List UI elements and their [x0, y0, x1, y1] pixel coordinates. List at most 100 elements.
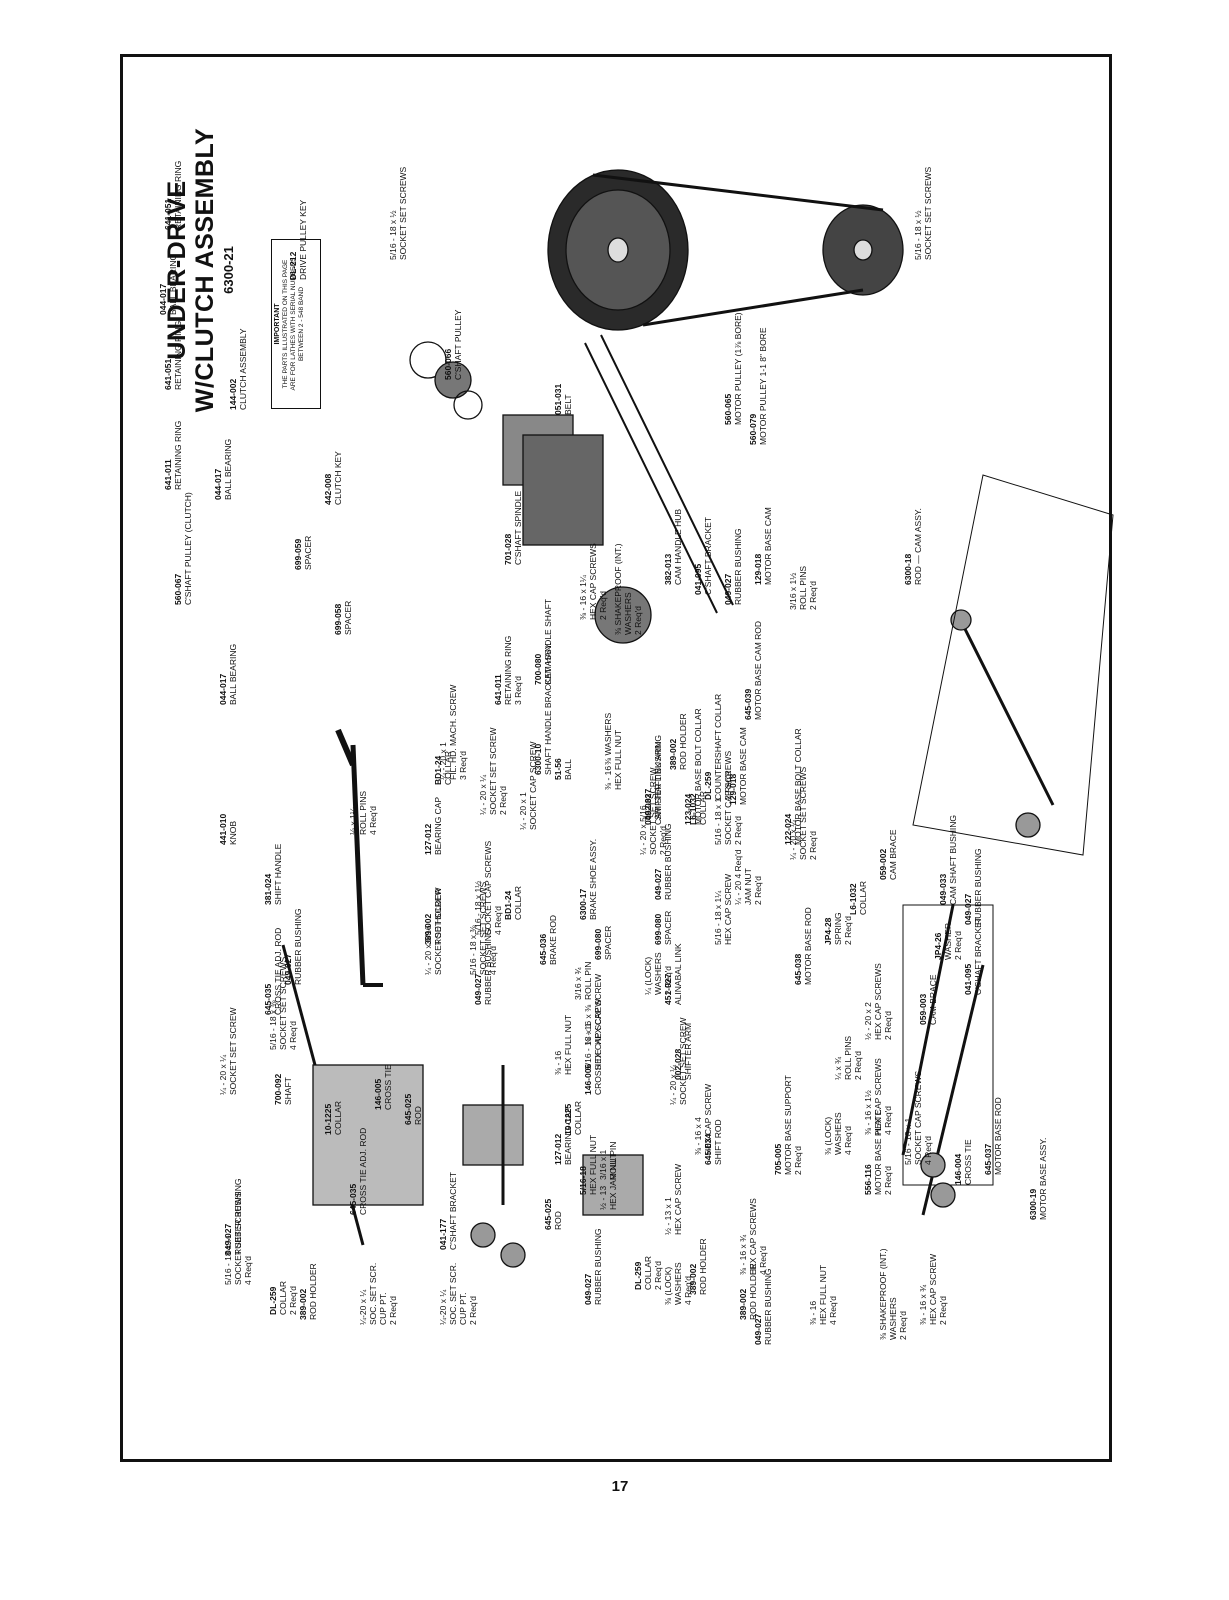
part-description: BRAKE ROD: [548, 914, 558, 965]
part-description: MOTOR PULLEY 1-1 8" BORE: [758, 327, 768, 446]
part-number: 146-005: [373, 1078, 383, 1110]
part-callout: ¼ x ¾ ROLL PINS 2 Req'd: [833, 1036, 863, 1080]
part-number: 144-002: [228, 378, 238, 410]
part-description: C'SHAFT BRACKET: [703, 517, 713, 595]
part-number: 049-027: [223, 1223, 233, 1255]
part-description: COLLAR 2 Req'd: [643, 1255, 663, 1290]
part-number: BD1-24: [503, 890, 513, 920]
part-description: COLLAR 2 Req'd: [278, 1280, 298, 1315]
part-callout: ¼ - 20 x ¼ SOCKET SET SCREW: [668, 1017, 688, 1105]
part-description: RUBBER BUSHING: [663, 823, 673, 900]
part-description: SHIFTER LINK ARM: [653, 741, 663, 820]
part-description: CROSS TIE: [383, 1064, 393, 1110]
part-description: BEARING CAP: [433, 796, 443, 855]
part-callout: 5/16 - 18 x ½ SOCKET SET SCREWS: [388, 167, 408, 260]
part-description: CLUTCH KEY: [333, 451, 343, 505]
part-description: MOTOR BASE BOLT COLLAR: [693, 708, 703, 825]
part-description: RETAINING RING: [173, 420, 183, 490]
part-description: CAM HANDLE HUB: [673, 508, 683, 585]
part-number: 556-116: [863, 1164, 873, 1195]
part-callout: ½ - 20 x 2 HEX CAP SCREWS 2 Req'd: [863, 963, 893, 1040]
part-description: SHIFT ROD: [713, 1119, 723, 1165]
part-description: C'SHAFT PULLEY: [453, 309, 463, 380]
part-number: 6300-19: [1028, 1188, 1038, 1220]
part-description: RUBBER BUSHING: [593, 1228, 603, 1305]
part-description: DRIVE PULLEY KEY: [298, 199, 308, 280]
part-description: 3/16 x 1 ROLL PIN: [598, 1141, 618, 1180]
part-description: ⅜ - 16 x 1¼ HEX CAP SCREWS 2 Req'd: [578, 543, 608, 620]
part-number: 049-027: [723, 573, 733, 605]
part-number: 146-006: [583, 1063, 593, 1095]
part-number: 049-027: [963, 893, 973, 925]
part-number: 129-018: [753, 553, 763, 585]
part-description: MOTOR BASE CAM ROD: [753, 620, 763, 720]
part-description: RUBBER BUSHING: [763, 1268, 773, 1345]
part-number: 044-017: [213, 468, 223, 500]
part-description: ROD: [413, 1106, 423, 1125]
part-description: 5/16 - 18 x 1¼ HEX CAP SCREW: [713, 873, 733, 945]
part-number: 044-017: [158, 283, 168, 315]
part-number: 560-067: [173, 573, 183, 605]
part-description: COLLAR: [443, 750, 453, 785]
motor-base-assembly-drawing: [901, 904, 994, 1216]
part-callout: 5/16 - 18 x 1¼ HEX CAP SCREW: [713, 874, 733, 945]
part-description: ⅜ (LOCK) WASHERS 4 Req'd: [823, 1112, 853, 1155]
part-description: ⅜ - 16 HEX FULL NUT 4 Req'd: [808, 1264, 838, 1325]
part-description: COLLAR: [513, 885, 523, 920]
part-callout: ¼ - 20 x 5/16 SOCKET SET SCREW: [423, 887, 443, 975]
part-description: 5/16 - 18 x ⅜ SOCKET SET SCREWS 4 Req'd: [268, 956, 298, 1050]
part-number: L6-1032: [848, 883, 858, 915]
part-description: COLLAR: [573, 1100, 583, 1135]
part-callout: ¼ - 20 x ¼ SOCKET SET SCREW 2 Req'd: [478, 727, 508, 815]
part-description: 5/16 - 18 x 1 SOCKET CAP SCREWS 4 Req'd: [903, 1070, 933, 1165]
part-description: COLLAR: [858, 880, 868, 915]
part-description: ¼ - 20 x 1 SOCKET CAP SCREW: [518, 741, 538, 830]
part-description: 5/16 - 18 x ½ SOCKET SET SCREWS: [388, 166, 408, 260]
cshaft-spindle-drawing: [584, 334, 734, 614]
part-callout: 5/16 - 18 x ⅜ SOCKET SET SCREWS 4 Req'd: [268, 957, 298, 1050]
page-title-line2: W/CLUTCH ASSEMBLY: [191, 127, 219, 413]
part-callout: 5/16 - 18 x 1 SOCKET CAP SCREWS 4 Req'd: [903, 1071, 933, 1165]
part-description: 3/16 x 1½ ROLL PINS 2 Req'd: [788, 565, 818, 610]
part-description: ROD HOLDER: [308, 1263, 318, 1320]
part-description: RETAINING RING: [173, 320, 183, 390]
part-callout: ⅜ (LOCK) WASHERS 4 Req'd: [823, 1112, 853, 1155]
part-description: RETAINING RING: [173, 160, 183, 230]
part-callout: ⅛ x 1¼ ROLL PINS 4 Req'd: [348, 791, 378, 835]
part-description: C'SHAFT BRACKET: [973, 917, 983, 995]
part-callout: ⅜ - 16 HEX FULL NUT 4 Req'd: [808, 1265, 838, 1325]
part-number: 059-002: [878, 848, 888, 880]
part-number: JP4-26: [933, 932, 943, 960]
part-description: BALL BEARING: [228, 643, 238, 705]
part-callout: ⅜ - 16 x ¾ HEX CAP SCREWS 4 Req'd: [738, 1198, 768, 1275]
rotated-diagram-canvas: UNDER-DRIVE W/CLUTCH ASSEMBLY 6300-21 IM…: [123, 57, 1115, 1465]
part-description: MOTOR BASE ROD: [803, 907, 813, 985]
part-callout: ⅜ - 16 HEX FULL NUT: [553, 1015, 573, 1075]
part-description: RETAINING RING 3 Req'd: [503, 635, 523, 705]
part-description: ¼ x ¾ ROLL PINS 2 Req'd: [833, 1035, 863, 1080]
part-callout: ¼ - 20 x ¼ SOCKET SET SCREW: [218, 1007, 238, 1095]
part-callout: ⅜ - 16 x ¾ HEX CAP SCREW 2 Req'd: [918, 1254, 948, 1325]
part-description: MOTOR BASE SUPPORT 2 Req'd: [783, 1075, 803, 1175]
